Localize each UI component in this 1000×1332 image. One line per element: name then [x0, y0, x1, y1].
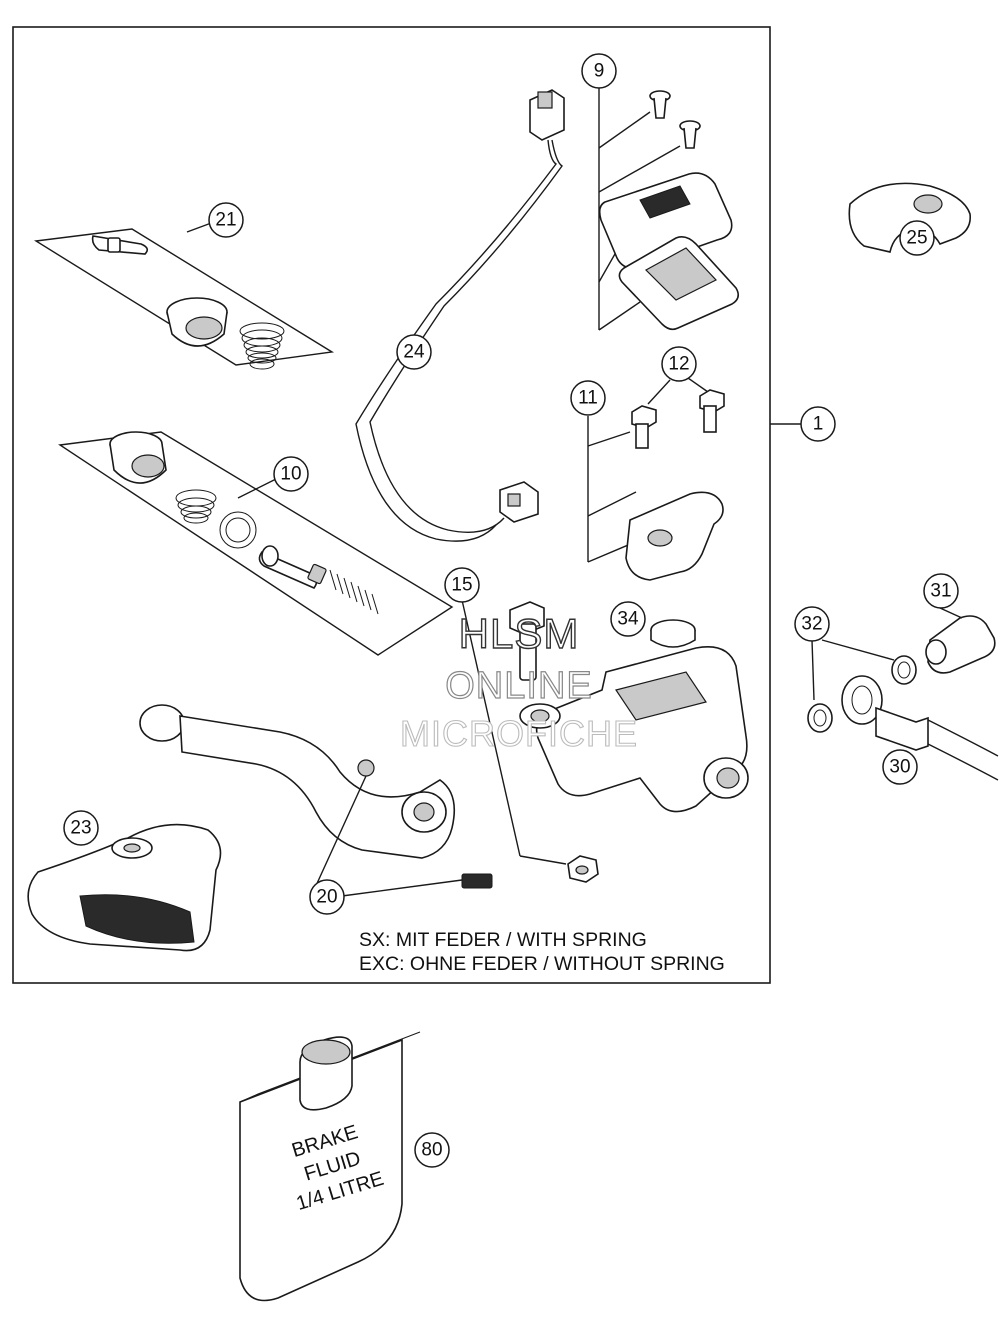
master-cylinder-body: 34 — [509, 601, 749, 813]
watermark-line-3: MICROFICHE — [400, 713, 638, 754]
watermark: HLSM ONLINE MICROFICHE — [399, 609, 638, 754]
note-with-spring: SX: MIT FEDER / WITH SPRING — [359, 929, 647, 951]
kit-21-group: 21 — [33, 202, 335, 370]
kit-10-group: 10 — [58, 431, 454, 656]
watermark-line-2: ONLINE — [445, 665, 592, 707]
switch-cable-24-group: 24 — [355, 89, 565, 542]
callout-12: 12 — [668, 354, 689, 375]
callout-20-circle — [309, 879, 345, 915]
callout-34-circle — [610, 601, 646, 637]
callout-25-circle — [899, 220, 935, 256]
nut-15-group: 15 — [444, 567, 599, 883]
callout-34: 34 — [617, 609, 639, 630]
callout-25: 25 — [906, 228, 927, 249]
callout-31: 31 — [930, 581, 951, 602]
callout-23: 23 — [70, 818, 91, 839]
lever-group: 20 — [139, 704, 493, 915]
clamp-11-12-group: 11 12 — [570, 346, 725, 581]
brake-fluid-bottle-group: BRAKE FLUID 1/4 LITRE 80 — [239, 1031, 450, 1302]
callout-1-circle — [800, 406, 836, 442]
callout-10-circle — [273, 456, 309, 492]
callout-24: 24 — [403, 342, 425, 363]
callout-32: 32 — [801, 614, 822, 635]
guard-23-group: 23 — [27, 810, 222, 952]
callout-24-circle — [396, 334, 432, 370]
callout-30-circle — [882, 749, 918, 785]
callout-11: 11 — [578, 388, 598, 409]
clamp-25-group: 25 — [848, 182, 972, 256]
callout-15-circle — [444, 567, 480, 603]
callout-1: 1 — [813, 414, 824, 435]
watermark-line-1: HLSM — [459, 610, 580, 657]
callout-30: 30 — [889, 757, 910, 778]
callout-20: 20 — [316, 887, 337, 908]
callout-9: 9 — [594, 61, 605, 82]
cover-9-group: 9 — [581, 53, 740, 331]
callout-31-circle — [923, 573, 959, 609]
callout-21: 21 — [215, 210, 236, 231]
callout-12-circle — [661, 346, 697, 382]
callout-21-circle — [208, 202, 244, 238]
callout-80-circle — [414, 1132, 450, 1168]
callout-11-circle — [570, 380, 606, 416]
callout-32-circle — [794, 606, 830, 642]
callout-80: 80 — [421, 1140, 442, 1161]
hose-banjo-group: 31 32 30 — [794, 573, 999, 785]
note-without-spring: EXC: OHNE FEDER / WITHOUT SPRING — [359, 953, 725, 975]
callout-10: 10 — [280, 464, 301, 485]
assembly-frame — [12, 26, 771, 984]
callout-23-circle — [63, 810, 99, 846]
callout-9-circle — [581, 53, 617, 89]
callout-15: 15 — [451, 575, 472, 596]
